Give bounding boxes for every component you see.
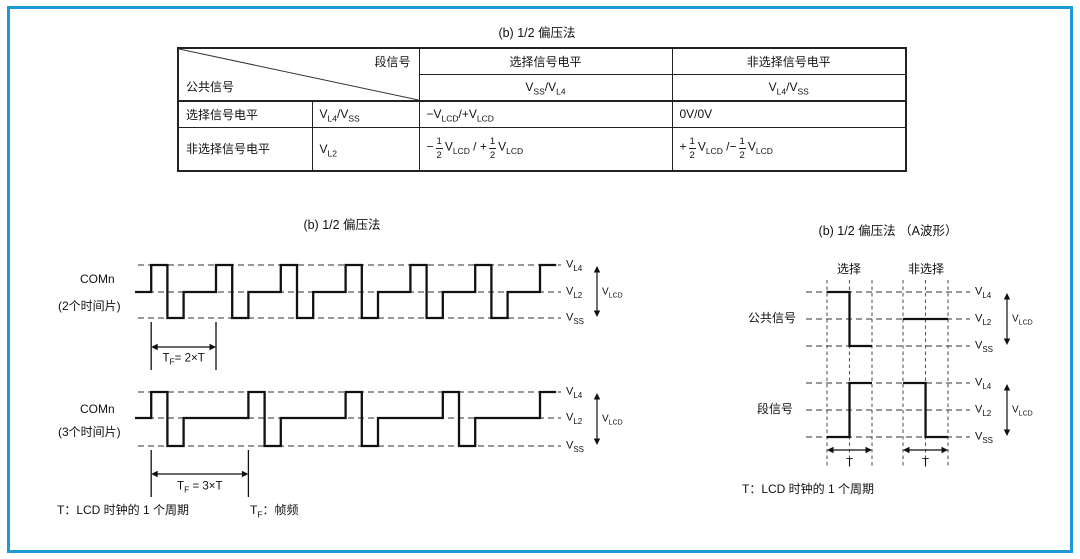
- level-label-vl4: VL4: [975, 285, 992, 300]
- table-header-cell: 选择信号电平: [418, 47, 673, 75]
- level-label-vl4: VL4: [566, 258, 583, 273]
- level-label-vl2: VL2: [975, 403, 992, 418]
- table-cell: VL4/VSS: [311, 100, 420, 128]
- frame-period-label: TF = 3×T: [177, 480, 223, 495]
- right-figure-title: (b) 1/2 偏压法 （A波形）: [818, 223, 958, 238]
- vlcd-range-label: VLCD: [1012, 404, 1033, 418]
- signal-slices-label-3: (3个时间片): [58, 425, 121, 440]
- table-corner-cell: 段信号 公共信号: [177, 47, 420, 102]
- phase-label-select: 选择: [836, 262, 862, 277]
- level-label-vl4: VL4: [566, 385, 583, 400]
- signal-label-comn-3: COMn: [80, 402, 115, 417]
- table-cell: 0V/0V: [671, 100, 907, 128]
- table-cell: VL2: [311, 126, 420, 172]
- table-row-label: 选择信号电平: [177, 100, 313, 128]
- left-note-t: T：LCD 时钟的 1 个周期: [57, 503, 190, 518]
- left-figure-title: (b) 1/2 偏压法: [303, 217, 381, 232]
- vlcd-range-label: VLCD: [602, 285, 623, 299]
- level-label-vss: VSS: [566, 311, 585, 326]
- corner-common-label: 公共信号: [186, 80, 235, 94]
- level-label-vss: VSS: [566, 439, 585, 454]
- left-note-tf: TF：帧频: [250, 503, 299, 520]
- vlcd-range-label: VLCD: [602, 413, 623, 427]
- signal-label-comn-2: COMn: [80, 272, 115, 287]
- bias-table: 段信号 公共信号 选择信号电平 非选择信号电平 VSS/VL4 VL4/VSS …: [177, 47, 907, 172]
- diagonal-divider: [179, 49, 419, 100]
- signal-slices-label-2: (2个时间片): [58, 299, 121, 314]
- level-label-vl2: VL2: [566, 285, 583, 300]
- level-label-vss: VSS: [975, 430, 994, 445]
- phase-label-nonselect: 非选择: [907, 262, 945, 277]
- right-note-t: T：LCD 时钟的 1 个周期: [742, 482, 875, 497]
- table-subheader-cell: VSS/VL4: [418, 73, 673, 102]
- level-label-vl4: VL4: [975, 376, 992, 391]
- table-title: (b) 1/2 偏压法: [498, 25, 576, 40]
- table-cell: −VLCD/+VLCD: [418, 100, 673, 128]
- t-period-label: T: [845, 457, 854, 470]
- level-label-vl2: VL2: [566, 411, 583, 426]
- level-label-vl2: VL2: [975, 312, 992, 327]
- table-row-label: 非选择信号电平: [177, 126, 313, 172]
- signal-label-common: 公共信号: [748, 311, 797, 326]
- frame-period-label: TF= 2×T: [162, 352, 205, 367]
- t-period-label: T: [921, 457, 930, 470]
- vlcd-range-label: VLCD: [1012, 313, 1033, 327]
- table-header-cell: 非选择信号电平: [671, 47, 907, 75]
- corner-segment-label: 段信号: [374, 55, 411, 69]
- page-border-frame: [7, 6, 1073, 553]
- table-subheader-cell: VL4/VSS: [671, 73, 907, 102]
- level-label-vss: VSS: [975, 339, 994, 354]
- signal-label-segment: 段信号: [757, 402, 794, 417]
